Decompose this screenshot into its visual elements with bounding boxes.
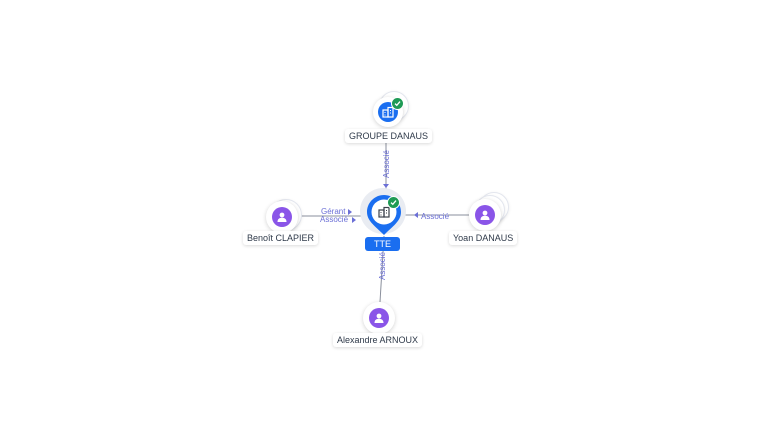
node-circle <box>469 199 501 231</box>
node-yoan-danaus[interactable] <box>467 192 515 234</box>
person-icon-bg <box>475 205 495 225</box>
arrow-groupe-danaus <box>383 184 389 188</box>
edge-label-benoit-gerant: Gérant <box>321 207 346 216</box>
node-label-groupe-danaus[interactable]: GROUPE DANAUS <box>345 129 433 143</box>
person-icon <box>480 210 490 220</box>
person-icon <box>277 212 287 222</box>
node-label-tte[interactable]: TTE <box>365 237 400 251</box>
node-circle <box>266 201 298 233</box>
person-icon <box>374 313 384 323</box>
person-icon-bg <box>369 308 389 328</box>
node-label-alexandre-arnoux[interactable]: Alexandre ARNOUX <box>333 333 423 347</box>
node-benoit-clapier[interactable] <box>264 198 304 236</box>
node-groupe-danaus[interactable] <box>371 90 417 140</box>
verified-check-icon <box>391 97 404 110</box>
edge-label-yoan-danaus: Associé <box>421 212 450 221</box>
node-alexandre-arnoux[interactable] <box>361 300 397 336</box>
node-circle <box>363 302 395 334</box>
node-label-yoan-danaus[interactable]: Yoan DANAUS <box>449 231 518 245</box>
edge-label-benoit-associe: Associé <box>320 215 349 224</box>
node-label-benoit-clapier[interactable]: Benoît CLAPIER <box>243 231 319 245</box>
company-icon <box>382 106 394 118</box>
node-tte-center[interactable] <box>360 188 410 238</box>
arrow-benoit-gerant <box>348 209 352 215</box>
edge-label-groupe-danaus: Associé <box>382 149 391 178</box>
arrow-yoan-danaus <box>414 212 418 218</box>
verified-check-icon <box>387 196 400 209</box>
person-icon-bg <box>272 207 292 227</box>
edge-label-alexandre-arnoux: Associé <box>378 251 387 280</box>
company-icon <box>378 206 390 218</box>
arrow-benoit-associe <box>352 217 356 223</box>
